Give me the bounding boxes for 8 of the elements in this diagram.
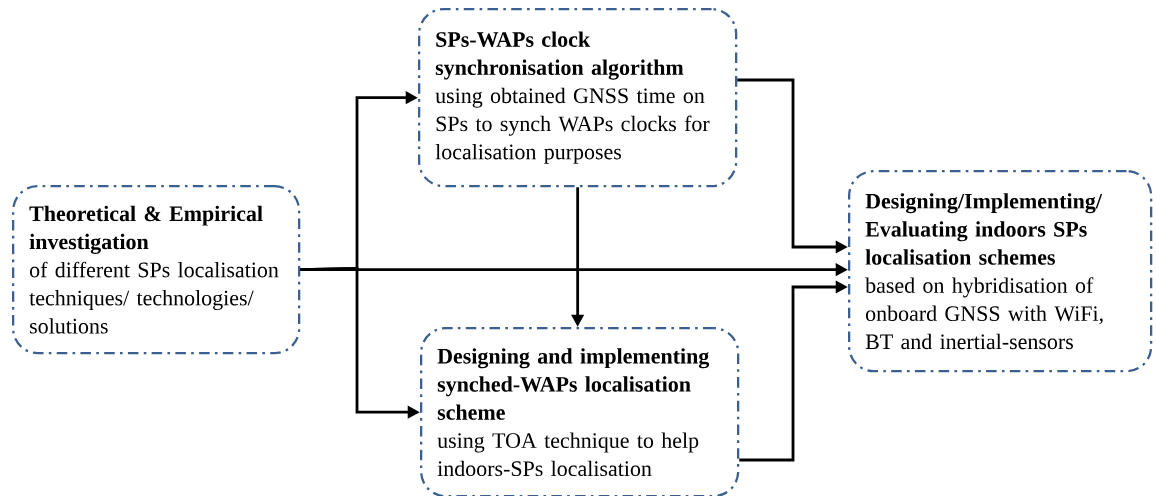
box-text: based on hybridisation of onboard GNSS with WiFi, BT and inertial-sensors — [865, 277, 1103, 350]
box-text: of different SPs localisation techniques/ technologies/ solutions — [29, 261, 279, 334]
process-box — [418, 8, 738, 188]
process-box — [848, 170, 1153, 373]
box-text: using TOA technique to help indoors-SPs localisation — [437, 432, 699, 477]
process-box — [12, 185, 301, 355]
box-text: using obtained GNSS time on SPs to synch WAPs clocks for localisation purposes — [435, 87, 710, 164]
process-box — [420, 327, 740, 496]
